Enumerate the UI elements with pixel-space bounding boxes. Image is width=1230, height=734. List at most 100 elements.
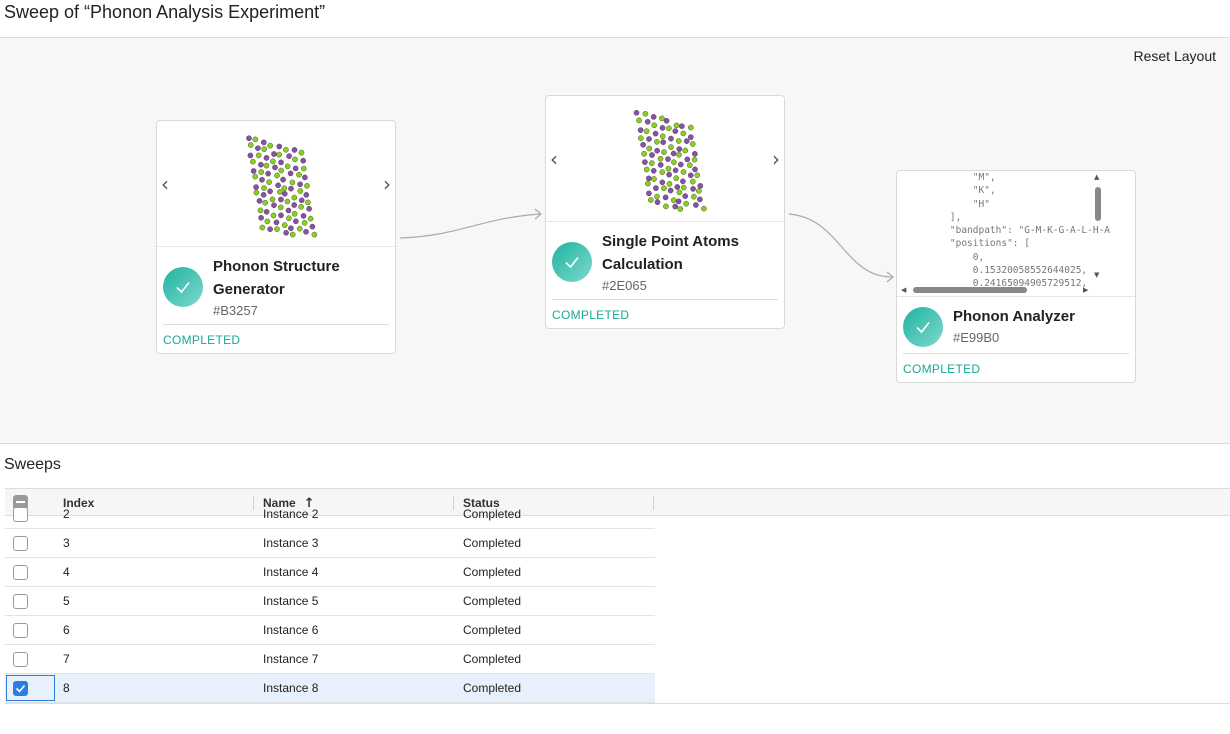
atom-dot	[306, 206, 312, 212]
divider	[552, 299, 778, 300]
atom-dot	[675, 198, 682, 205]
json-preview[interactable]: "M", "K", "H" ], "bandpath": "G-M-K-G-A-…	[897, 171, 1135, 297]
atom-dot	[250, 168, 257, 174]
atom-dot	[687, 172, 694, 179]
select-all-checkbox[interactable]	[13, 495, 28, 510]
row-checkbox[interactable]	[13, 594, 28, 609]
row-checkbox[interactable]	[13, 507, 28, 522]
scrollbar-thumb[interactable]	[913, 287, 1027, 293]
column-separator[interactable]	[653, 496, 654, 510]
check-circle-icon	[163, 267, 203, 307]
row-checkbox[interactable]	[13, 565, 28, 580]
edge-1-2	[399, 213, 542, 239]
row-checkbox[interactable]	[13, 652, 28, 667]
atom-dot	[676, 151, 682, 158]
atom-dot	[297, 181, 303, 188]
column-header-index[interactable]: Index	[63, 496, 95, 510]
atom-dot	[269, 196, 276, 203]
scroll-down-icon[interactable]: ▼	[1094, 271, 1100, 279]
atom-dot	[276, 151, 282, 158]
cell-status: Completed	[463, 565, 522, 579]
vertical-scrollbar[interactable]: ▲ ▼	[1093, 173, 1103, 281]
atom-dot	[267, 142, 273, 149]
atom-dot	[649, 160, 655, 166]
atom-dot	[291, 211, 298, 217]
atom-dot	[246, 135, 252, 142]
scrollbar-thumb[interactable]	[1095, 187, 1101, 221]
chevron-left-icon[interactable]: ‹	[550, 146, 558, 171]
atom-dot	[666, 181, 673, 187]
column-header-name[interactable]: Name↑	[263, 489, 315, 517]
cell-name: Instance 2	[263, 507, 319, 521]
cell-name: Instance 6	[263, 623, 319, 637]
cell-index: 3	[63, 536, 70, 550]
atom-dot	[661, 185, 667, 191]
atom-dot	[689, 141, 696, 147]
row-checkbox[interactable]	[13, 681, 28, 696]
atom-dot	[672, 203, 678, 210]
atom-dot	[637, 127, 644, 133]
chevron-left-icon[interactable]: ‹	[161, 171, 169, 196]
atom-dot	[646, 136, 652, 142]
atom-dot	[640, 142, 646, 148]
atom-dot	[665, 165, 672, 172]
atom-dot	[648, 197, 654, 203]
node-phonon-analyzer[interactable]: "M", "K", "H" ], "bandpath": "G-M-K-G-A-…	[896, 170, 1136, 383]
workflow-canvas[interactable]: Reset Layout ‹ › Phonon Structure Genera…	[0, 37, 1230, 444]
atom-dot	[250, 158, 256, 165]
atom-dot	[291, 202, 297, 208]
atom-dot	[687, 134, 694, 140]
horizontal-scrollbar[interactable]: ◀ ▶	[901, 285, 1091, 295]
node-single-point-atoms-calculation[interactable]: ‹ › Single Point Atoms Calculation #2E06…	[545, 95, 785, 329]
row-checkbox[interactable]	[13, 623, 28, 638]
node-id: #2E065	[602, 278, 647, 293]
atom-dot	[675, 138, 682, 144]
scroll-up-icon[interactable]: ▲	[1094, 173, 1100, 181]
atom-dot	[670, 150, 677, 157]
atom-dot	[298, 197, 305, 204]
column-separator[interactable]	[253, 496, 254, 510]
node-title: Phonon Analyzer	[953, 308, 1075, 325]
sort-ascending-icon[interactable]: ↑	[303, 496, 315, 511]
node-title: Phonon Structure Generator	[213, 258, 340, 298]
row-checkbox[interactable]	[13, 536, 28, 551]
atom-dot	[676, 146, 683, 152]
atom-dot	[275, 182, 281, 189]
chevron-right-icon[interactable]: ›	[772, 146, 780, 171]
atom-dot	[264, 218, 271, 225]
atom-dot	[679, 123, 685, 130]
scroll-left-icon[interactable]: ◀	[901, 286, 907, 294]
reset-layout-button[interactable]: Reset Layout	[1133, 48, 1217, 64]
atom-dot	[668, 144, 674, 150]
atom-dot	[291, 194, 298, 201]
divider	[903, 353, 1129, 354]
atom-dot	[654, 139, 660, 145]
atom-dot	[252, 136, 259, 143]
atom-structure-image	[633, 109, 707, 212]
atom-dot	[278, 159, 284, 166]
column-separator[interactable]	[453, 496, 454, 510]
node-phonon-structure-generator[interactable]: ‹ › Phonon Structure Generator #B3257 CO…	[156, 120, 396, 354]
atom-dot	[261, 139, 267, 146]
chevron-right-icon[interactable]: ›	[383, 171, 391, 196]
atom-dot	[691, 193, 697, 200]
scroll-right-icon[interactable]: ▶	[1083, 286, 1089, 294]
atom-dot	[288, 225, 294, 231]
atom-dot	[666, 171, 672, 178]
atom-dot	[281, 185, 288, 191]
atom-dot	[300, 157, 306, 164]
atom-dot	[303, 192, 310, 198]
column-header-status[interactable]: Status	[463, 496, 500, 510]
atom-dot	[659, 169, 666, 175]
atom-dot	[652, 130, 659, 137]
cell-status: Completed	[463, 681, 522, 695]
edge-2-3	[788, 213, 894, 278]
